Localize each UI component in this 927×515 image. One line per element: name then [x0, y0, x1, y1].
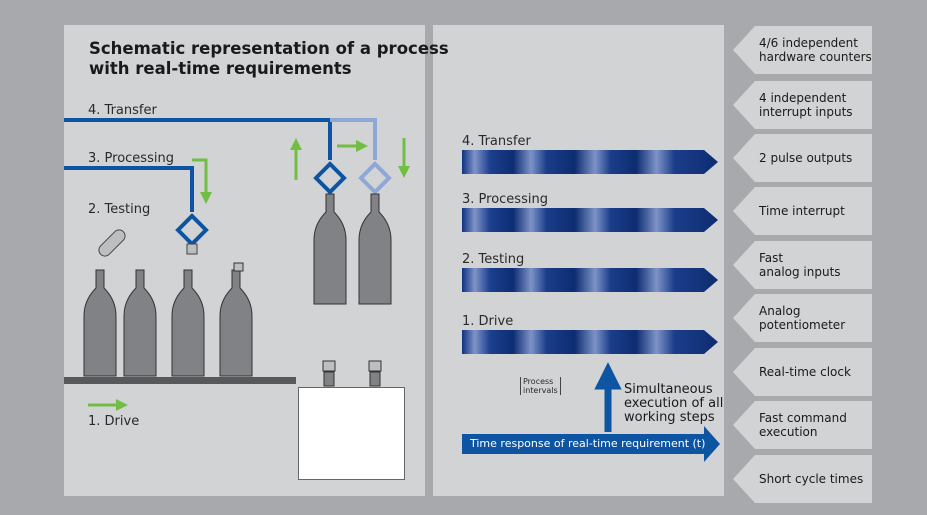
feature-item-label: Fast command execution	[759, 411, 847, 439]
title-line-1: Schematic representation of a process	[89, 39, 449, 58]
feature-item: Real-time clock	[733, 348, 872, 396]
title-line-2: with real-time requirements	[89, 59, 352, 78]
bar-label-testing: 2. Testing	[462, 252, 525, 267]
bottles	[83, 193, 392, 387]
label-transfer: 4. Transfer	[88, 103, 157, 118]
diagram-title: Schematic representation of a process wi…	[89, 39, 449, 79]
feature-item-label: 4 independent interrupt inputs	[759, 91, 853, 119]
box-bottle-cap	[322, 360, 336, 372]
process-bars	[462, 150, 718, 354]
time-response-label: Time response of real-time requirement (…	[470, 437, 706, 450]
label-processing: 3. Processing	[88, 151, 174, 166]
feature-item-label: Real-time clock	[759, 365, 851, 379]
bar-processing	[462, 208, 718, 232]
bar-testing	[462, 268, 718, 292]
testing-probe	[98, 229, 126, 257]
simultaneous-arrow	[594, 362, 622, 432]
bar-label-processing: 3. Processing	[462, 192, 548, 207]
feature-item-label: Short cycle times	[759, 472, 864, 486]
feature-item: 4 independent interrupt inputs	[733, 81, 872, 129]
label-testing: 2. Testing	[88, 202, 151, 217]
conveyor	[64, 377, 296, 384]
packing-box	[298, 387, 405, 480]
feature-item: Fast command execution	[733, 401, 872, 449]
box-bottle-cap	[368, 360, 382, 372]
feature-item-label: Time interrupt	[759, 204, 845, 218]
processing-gripper	[175, 213, 209, 247]
bottle-cap	[233, 262, 244, 272]
feature-item: Time interrupt	[733, 187, 872, 235]
transfer-rail-ghost	[330, 118, 377, 160]
processing-rail	[64, 166, 194, 212]
feature-item: Fast analog inputs	[733, 241, 872, 289]
bar-transfer	[462, 150, 718, 174]
bar-drive	[462, 330, 718, 354]
feature-item: 2 pulse outputs	[733, 134, 872, 182]
simultaneous-execution-label: Simultaneous execution of all working st…	[624, 382, 724, 425]
gripper-dark	[313, 161, 347, 195]
feature-item-label: 4/6 independent hardware counters	[759, 36, 872, 64]
process-intervals-label: Process intervals	[520, 377, 561, 395]
time-axis-arrow	[462, 426, 720, 462]
feature-item-label: Analog potentiometer	[759, 304, 846, 332]
gripper-light	[358, 161, 392, 195]
feature-item: 4/6 independent hardware counters	[733, 26, 872, 74]
label-drive: 1. Drive	[88, 414, 140, 429]
feature-item: Short cycle times	[733, 455, 872, 503]
test-sensor	[186, 243, 198, 255]
feature-item-label: 2 pulse outputs	[759, 151, 853, 165]
feature-item: Analog potentiometer	[733, 294, 872, 342]
feature-item-label: Fast analog inputs	[759, 251, 841, 279]
bar-label-transfer: 4. Transfer	[462, 134, 531, 149]
green-arrows	[88, 138, 410, 411]
bar-label-drive: 1. Drive	[462, 314, 514, 329]
middle-panel	[433, 25, 724, 496]
